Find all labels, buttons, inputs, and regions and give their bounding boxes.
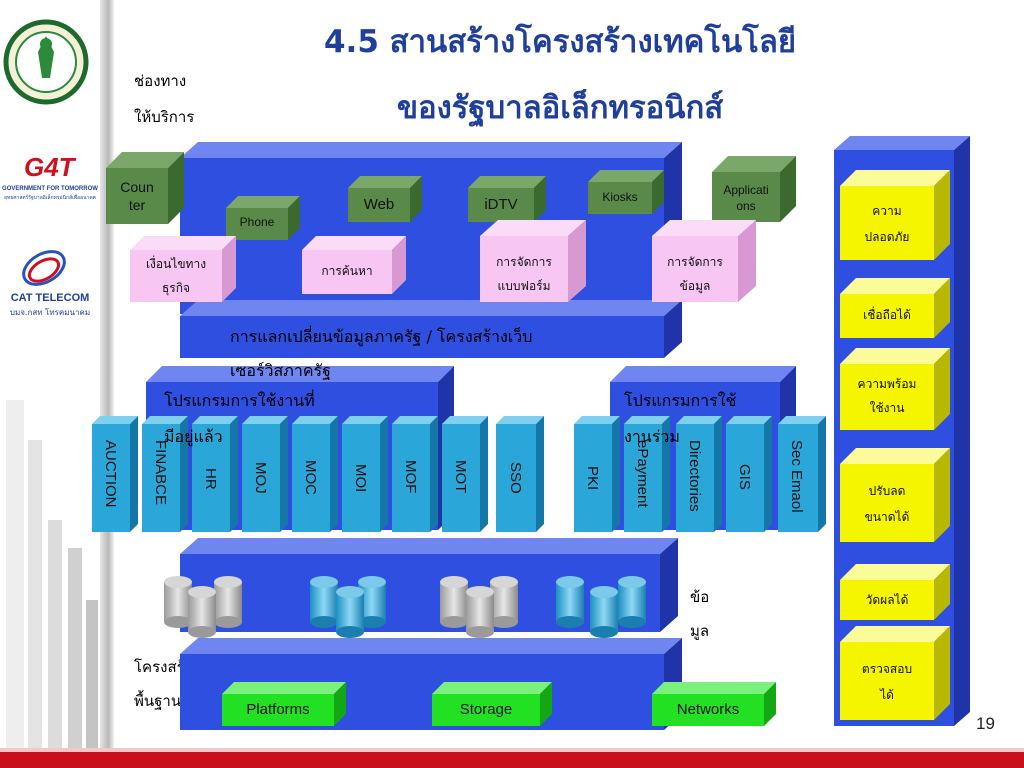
infra-platforms: Platforms — [246, 701, 310, 718]
database-icon — [310, 576, 338, 628]
app-mot: MOT — [452, 460, 469, 494]
database-icon — [466, 586, 494, 638]
exchange-bar-line2: เซอร์วิสภาครัฐ — [230, 361, 331, 380]
app-columns — [92, 416, 826, 532]
database-icon — [214, 576, 242, 628]
channel-applications: Applications — [723, 183, 769, 213]
infra-storage: Storage — [459, 701, 513, 718]
database-icon — [618, 576, 646, 628]
channel-web: Web — [363, 196, 395, 213]
exchange-bar-shape — [180, 300, 682, 358]
exchange-bar-line1: การแลกเปลี่ยนข้อมูลภาครัฐ / โครงสร้างเว็… — [230, 327, 533, 346]
database-icon — [590, 586, 618, 638]
database-icon — [164, 576, 192, 628]
cat-telecom-logo: CAT TELECOM — [10, 292, 90, 304]
existing-apps-title-line1: โปรแกรมการใช้งานที่ — [164, 391, 315, 410]
app-sec-emaol: Sec Emaol — [788, 440, 805, 513]
database-icon — [336, 586, 364, 638]
app-directories: Directories — [686, 440, 703, 512]
sidebar-logos — [3, 19, 98, 748]
app-sso: SSO — [507, 462, 524, 494]
quality-auditability: ตรวจสอบได้ — [861, 662, 913, 702]
app-pki: PKI — [584, 466, 601, 491]
shared-apps-title-line2: งานร่วม — [624, 427, 680, 446]
infra-boxes — [222, 682, 776, 726]
slide-title-line2: ของรัฐบาลอิเล็กทรอนิกส์ — [396, 90, 724, 126]
database-icon — [556, 576, 584, 628]
g4t-logo: G4T — [24, 152, 75, 182]
quality-availability: ความพร้อมใช้งาน — [857, 377, 917, 415]
app-moi: MOI — [352, 464, 369, 493]
quality-scalability: ปรับลดขนาดได้ — [864, 484, 910, 524]
slide-title-line1: 4.5 สานสร้างโครงสร้างเทคโนโลยี — [323, 24, 797, 60]
footer-highlight — [0, 748, 1024, 752]
page-number: 19 — [976, 714, 995, 733]
channel-idtv: iDTV — [484, 196, 518, 213]
shared-apps-title-line1: โปรแกรมการใช้ — [624, 391, 737, 410]
app-gis: GIS — [736, 464, 753, 490]
database-icon — [440, 576, 468, 628]
database-icon — [490, 576, 518, 628]
g4t-subtitle-en: GOVERNMENT FOR TOMORROW — [2, 186, 98, 192]
channel-phone: Phone — [239, 215, 275, 229]
quality-boxes — [840, 170, 950, 720]
government-seal-logo — [3, 19, 89, 105]
infrastructure-label-line2: พื้นฐาน — [134, 692, 182, 710]
quality-reliability: เชื่อถือได้ — [863, 308, 911, 322]
service-search: การค้นหา — [321, 264, 373, 278]
service-data-management: การจัดการข้อมูล — [667, 255, 723, 293]
app-auction: AUCTION — [102, 440, 119, 508]
cat-telecom-subtitle: บมจ.กสท โทรคมนาคม — [9, 308, 91, 317]
app-moj: MOJ — [252, 462, 269, 494]
cat-telecom-logo-mark — [22, 250, 66, 286]
database-icon — [188, 586, 216, 638]
app-mof: MOF — [402, 460, 419, 494]
quality-measurability: วัดผลได้ — [865, 593, 909, 607]
channel-kiosks: Kiosks — [602, 190, 638, 204]
service-business-rules: เงื่อนไขทางธุรกิจ — [145, 257, 207, 295]
channel-label-line1: ช่องทาง — [134, 72, 187, 90]
channel-boxes — [106, 152, 796, 240]
database-cylinders — [164, 576, 646, 638]
data-label-line2: มูล — [690, 622, 710, 640]
quality-security: ความปลอดภัย — [864, 204, 910, 244]
channel-label-line2: ให้บริการ — [134, 108, 195, 126]
sidebar-decor-bars — [6, 400, 98, 748]
infra-networks: Networks — [676, 701, 740, 718]
app-moc: MOC — [302, 460, 319, 495]
footer-bar — [0, 752, 1024, 768]
g4t-subtitle-th: ยุทธศาสตร์รัฐบาลอิเล็กทรอนิกส์เพื่ออนาคต — [4, 195, 96, 201]
existing-apps-title-line2: มีอยู่แล้ว — [164, 427, 223, 446]
app-epayment: ePayment — [634, 440, 651, 508]
app-hr: HR — [202, 468, 219, 490]
service-boxes — [130, 220, 756, 302]
app-finabce: FINABCE — [152, 440, 169, 506]
channel-counter: Counter — [120, 179, 154, 213]
service-form-management: การจัดการแบบฟอร์ม — [496, 255, 552, 293]
data-label-line1: ข้อ — [690, 588, 710, 606]
